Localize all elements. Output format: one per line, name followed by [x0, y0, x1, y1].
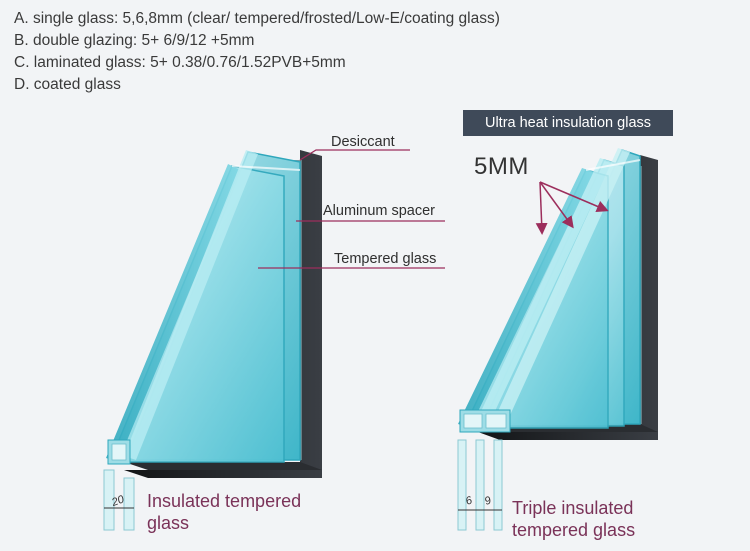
spec-item-double-glazing: B. double glazing: 5+ 6/9/12 +5mm	[14, 30, 500, 52]
callout-desiccant: Desiccant	[331, 134, 395, 150]
glass-spec-list: A. single glass: 5,6,8mm (clear/ tempere…	[14, 8, 500, 96]
caption-triple-insulated: Triple insulated tempered glass	[512, 497, 635, 541]
caption-insulated-line1: Insulated tempered	[147, 490, 301, 512]
callout-tempered-glass: Tempered glass	[334, 251, 436, 267]
spec-item-coated-glass: D. coated glass	[14, 74, 500, 96]
caption-insulated-tempered: Insulated tempered glass	[147, 490, 301, 534]
caption-triple-line1: Triple insulated	[512, 497, 635, 519]
triple-glazing-unit: 6 9	[458, 148, 658, 530]
frame-bottom	[124, 462, 322, 470]
double-glazing-unit: 20	[104, 150, 322, 530]
dimension-9-label: 9	[483, 494, 493, 507]
ultra-heat-insulation-badge: Ultra heat insulation glass	[463, 110, 673, 136]
callout-aluminum-spacer: Aluminum spacer	[323, 203, 435, 219]
caption-triple-line2: tempered glass	[512, 519, 635, 541]
thickness-5mm-label: 5MM	[474, 153, 529, 181]
spec-item-single-glass: A. single glass: 5,6,8mm (clear/ tempere…	[14, 8, 500, 30]
spec-item-laminated-glass: C. laminated glass: 5+ 0.38/0.76/1.52PVB…	[14, 52, 500, 74]
caption-insulated-line2: glass	[147, 512, 301, 534]
